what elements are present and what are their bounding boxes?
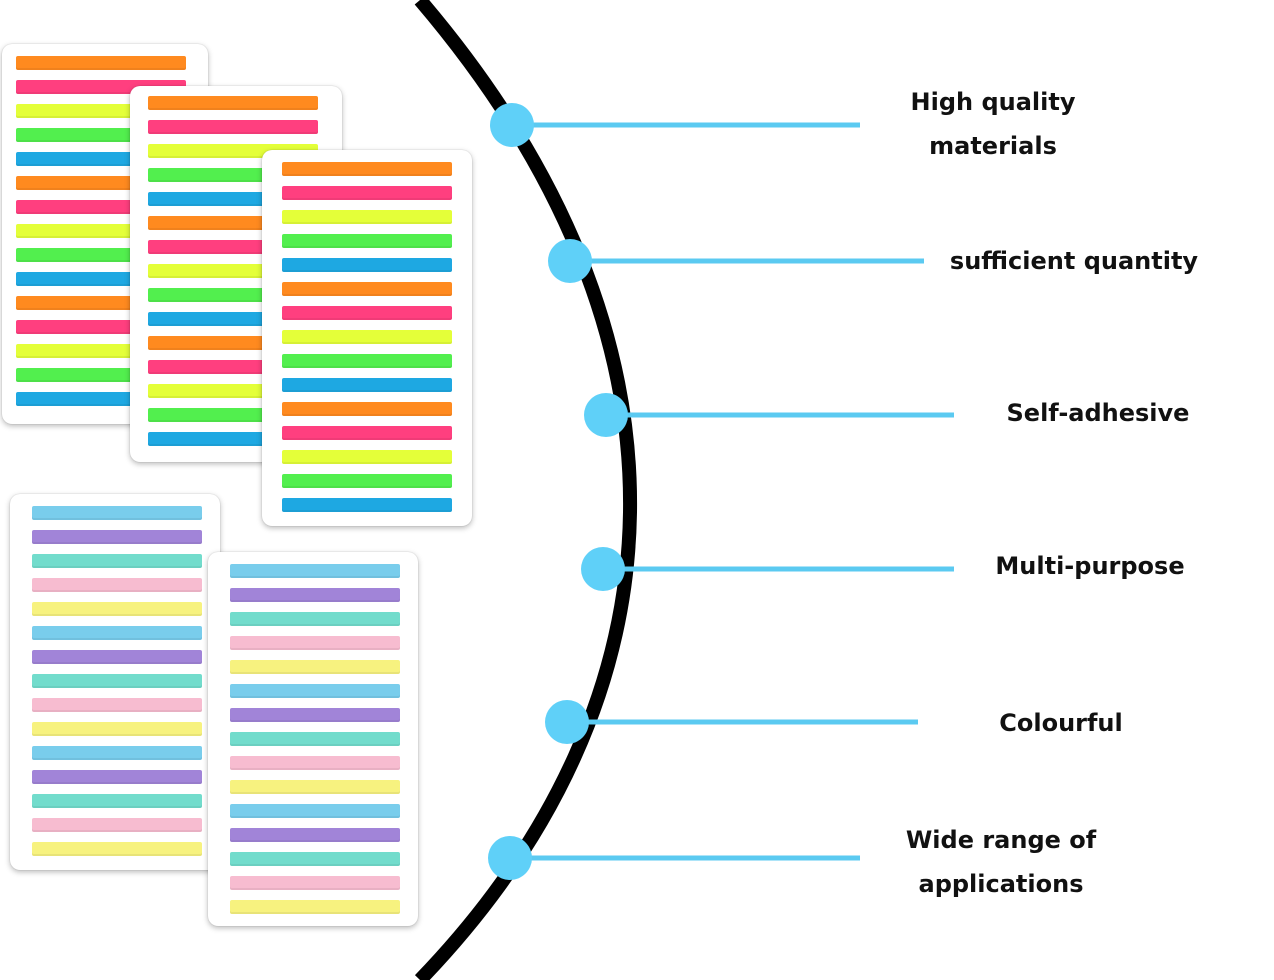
feature-label-high-quality-materials: High quality materials	[900, 80, 1086, 168]
tab-strip	[230, 684, 400, 698]
connector-node-1	[490, 103, 534, 147]
connector-nodes	[488, 103, 628, 880]
tab-strip	[282, 258, 452, 272]
connector-node-6	[488, 836, 532, 880]
connector-node-3	[584, 393, 628, 437]
tab-strip	[230, 732, 400, 746]
feature-text-line: applications	[918, 870, 1084, 898]
tab-strip	[148, 96, 318, 110]
tab-strip	[282, 330, 452, 344]
tab-strip	[230, 828, 400, 842]
tab-strip	[148, 120, 318, 134]
tab-strip	[282, 210, 452, 224]
feature-label-sufficient-quantity: sufficient quantity	[946, 239, 1202, 283]
tab-strip	[32, 794, 202, 808]
connector-node-5	[545, 700, 589, 744]
tab-strip	[230, 564, 400, 578]
tab-strip	[230, 804, 400, 818]
tab-strip	[32, 674, 202, 688]
tab-strip	[32, 602, 202, 616]
tab-strip	[16, 56, 186, 70]
tab-strip	[32, 554, 202, 568]
neon-tab-card-front	[262, 150, 472, 526]
tab-strip	[32, 530, 202, 544]
connector-node-4	[581, 547, 625, 591]
tab-strip	[282, 354, 452, 368]
tab-strip	[282, 162, 452, 176]
tab-strip	[230, 876, 400, 890]
tab-strip	[32, 818, 202, 832]
tab-strip	[282, 234, 452, 248]
tab-strip	[230, 660, 400, 674]
feature-label-colourful: Colourful	[990, 701, 1132, 745]
tab-strip	[32, 578, 202, 592]
tab-strip	[282, 450, 452, 464]
feature-label-wide-range-of-applications: Wide range of applications	[896, 818, 1106, 906]
tab-strip	[32, 626, 202, 640]
tab-strip	[282, 474, 452, 488]
tab-strip	[282, 378, 452, 392]
feature-text-line: Colourful	[999, 709, 1123, 737]
tab-strip	[230, 588, 400, 602]
tab-strip	[230, 708, 400, 722]
tab-strip	[282, 498, 452, 512]
feature-label-self-adhesive: Self-adhesive	[1000, 391, 1196, 435]
feature-text-line: Self-adhesive	[1006, 399, 1190, 427]
feature-label-multi-purpose: Multi-purpose	[990, 544, 1190, 588]
tab-strip	[282, 186, 452, 200]
feature-text-line: High quality	[910, 88, 1076, 116]
tab-strip	[32, 698, 202, 712]
tab-strip	[230, 900, 400, 914]
tab-strip	[282, 402, 452, 416]
pastel-tab-card-front	[208, 552, 418, 926]
tab-strip	[230, 636, 400, 650]
feature-text-line: materials	[929, 132, 1057, 160]
feature-text-line: Multi-purpose	[995, 552, 1185, 580]
tab-strip	[282, 426, 452, 440]
tab-strip	[282, 282, 452, 296]
tab-strip	[230, 612, 400, 626]
curved-arc	[414, 0, 638, 980]
tab-strip	[282, 306, 452, 320]
tab-strip	[32, 722, 202, 736]
tab-strip	[32, 506, 202, 520]
connector-node-2	[548, 239, 592, 283]
tab-strip	[230, 852, 400, 866]
feature-text-line: Wide range of	[905, 826, 1097, 854]
tab-strip	[32, 770, 202, 784]
feature-text-line: sufficient quantity	[949, 247, 1199, 275]
tab-strip	[32, 842, 202, 856]
tab-strip	[32, 650, 202, 664]
tab-strip	[32, 746, 202, 760]
pastel-tab-card-back	[10, 494, 220, 870]
tab-strip	[230, 756, 400, 770]
connector-lines	[510, 122, 954, 861]
tab-strip	[230, 780, 400, 794]
